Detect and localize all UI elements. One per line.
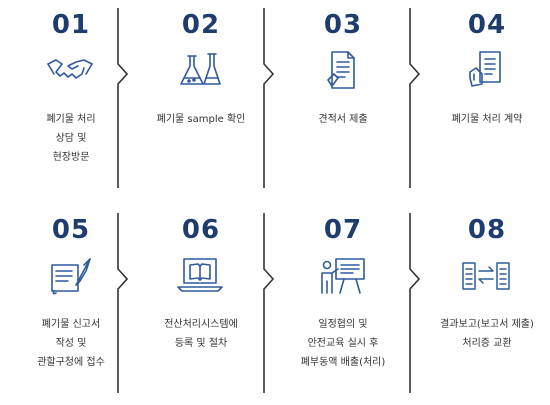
step-label: 폐기물 처리 상담 및 현장방문 — [46, 114, 96, 163]
report-writing-icon — [46, 255, 94, 295]
handshake-icon — [46, 50, 94, 90]
step-label: 폐기물 sample 확인 — [156, 114, 246, 125]
step-label: 전산처리시스템에 등록 및 절차 — [164, 319, 238, 349]
laptop-system-icon — [176, 255, 224, 295]
document-quote-icon — [318, 50, 366, 90]
step-02: 02 폐기물 sample 확인 — [132, 0, 270, 190]
step-number: 02 — [181, 10, 221, 40]
step-number: 04 — [467, 10, 507, 40]
step-number: 06 — [181, 215, 221, 245]
step-number: 08 — [467, 215, 507, 245]
step-label: 폐기물 신고서 작성 및 관할구청에 접수 — [37, 319, 105, 368]
chevron-divider — [262, 213, 276, 393]
step-number: 05 — [51, 215, 91, 245]
step-01: 01 폐기물 처리 상담 및 현장방문 — [2, 0, 140, 190]
chevron-divider — [408, 8, 422, 188]
lab-flask-icon — [176, 50, 224, 90]
step-number: 03 — [323, 10, 363, 40]
step-05: 05 폐기물 신고서 작성 및 관할구청에 접수 — [2, 205, 140, 395]
step-04: 04 폐기물 처리 계약 — [418, 0, 550, 190]
step-number: 01 — [51, 10, 91, 40]
step-08: 08 결과보고(보고서 제출) 처리증 교환 — [418, 205, 550, 395]
chevron-divider — [116, 213, 130, 393]
chevron-divider — [262, 8, 276, 188]
step-number: 07 — [323, 215, 363, 245]
document-exchange-icon — [462, 255, 510, 295]
step-label: 견적서 제출 — [318, 114, 368, 125]
presentation-icon — [318, 255, 366, 295]
step-06: 06 전산처리시스템에 등록 및 절차 — [132, 205, 270, 395]
process-row-1: 01 폐기물 처리 상담 및 현장방문 02 — [0, 0, 550, 190]
chevron-divider — [116, 8, 130, 188]
process-row-2: 05 폐기물 신고서 작성 및 관할구청에 접수 06 — [0, 205, 550, 395]
step-07: 07 일정협의 및 안전교육 실시 후 폐부동액 배출(처리) — [274, 205, 412, 395]
chevron-divider — [408, 213, 422, 393]
contract-icon — [462, 50, 510, 90]
step-03: 03 견적서 제출 — [274, 0, 412, 190]
step-label: 결과보고(보고서 제출) 처리증 교환 — [440, 319, 534, 349]
step-label: 폐기물 처리 계약 — [451, 114, 523, 125]
step-label: 일정협의 및 안전교육 실시 후 폐부동액 배출(처리) — [300, 319, 386, 368]
